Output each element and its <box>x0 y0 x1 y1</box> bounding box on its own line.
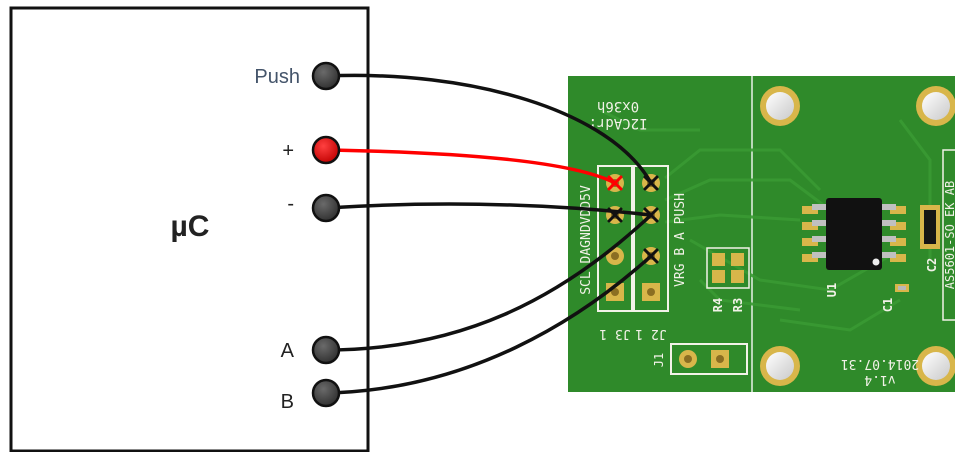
wire-a <box>324 213 653 352</box>
board-version: v1.4 <box>864 372 895 387</box>
j1-connector <box>670 343 748 375</box>
microcontroller-label: µC <box>171 210 210 243</box>
i2c-address-value: 0x36h <box>597 98 639 114</box>
j3-label-vdd: VDD5V <box>579 185 594 224</box>
j2-name: J2 1 <box>635 326 666 341</box>
j3-name: J3 1 <box>599 326 630 341</box>
wire-minus <box>324 202 653 217</box>
wire-b <box>324 254 653 395</box>
j2-labels-text: VRG B A PUSH <box>673 193 688 287</box>
pin-label-b: B <box>281 391 294 413</box>
c1-name: C1 <box>881 298 895 312</box>
x-mark <box>643 207 659 223</box>
mounting-hole <box>760 86 800 126</box>
pin-terminal-plus <box>311 135 341 165</box>
pin-terminal-b <box>311 378 341 408</box>
j2-label-b: B <box>673 248 688 256</box>
r3-name: R3 <box>731 298 745 312</box>
pcb-board: I2CAdr: 0x36h SCL DAGNDVDD5V <box>568 76 955 392</box>
x-mark-red <box>607 175 623 191</box>
j2-label-push: PUSH <box>673 193 688 224</box>
pin-label-minus: - <box>287 193 294 215</box>
c1-capacitor <box>895 284 909 292</box>
u1-name: U1 <box>825 283 839 297</box>
pin-terminal-minus <box>311 193 341 223</box>
header-j3-outline <box>597 165 633 312</box>
wire-push <box>324 73 653 185</box>
j3-label-da: DA <box>579 248 594 264</box>
wires <box>324 73 653 395</box>
j3-label-scl: SCL <box>579 271 594 295</box>
x-mark <box>643 175 659 191</box>
x-mark <box>643 248 659 264</box>
mounting-hole <box>916 346 955 386</box>
pin-label-plus: + <box>282 140 294 162</box>
header-j2-outline <box>633 165 669 312</box>
pin-label-a: A <box>281 340 295 362</box>
wire-plus <box>324 148 617 185</box>
j2-label-a: A <box>673 232 688 240</box>
x-mark <box>607 207 623 223</box>
j3-label-gnd: GND <box>579 224 594 248</box>
c2-name: C2 <box>925 258 939 272</box>
pin-terminal-a <box>311 335 341 365</box>
pin-label-push: Push <box>254 66 300 88</box>
r4-name: R4 <box>711 298 725 312</box>
part-name: AS5601-SO_EK_AB <box>943 181 955 289</box>
u1-chip <box>802 198 906 270</box>
microcontroller-box <box>9 6 370 452</box>
resistor-pads <box>706 247 750 289</box>
j1-name: J1 <box>652 353 666 367</box>
pin-terminal-push <box>311 61 341 91</box>
mounting-hole <box>916 86 955 126</box>
mounting-hole <box>760 346 800 386</box>
part-name-box <box>942 149 955 321</box>
j3-labels-text: SCL DAGNDVDD5V <box>579 185 594 295</box>
i2c-address-label: I2CAdr: <box>588 115 647 131</box>
board-date: 2014.07.31 <box>841 356 919 371</box>
connection-marks <box>607 175 659 264</box>
j2-label-vrg: VRG <box>673 263 688 287</box>
c2-capacitor <box>920 205 940 249</box>
